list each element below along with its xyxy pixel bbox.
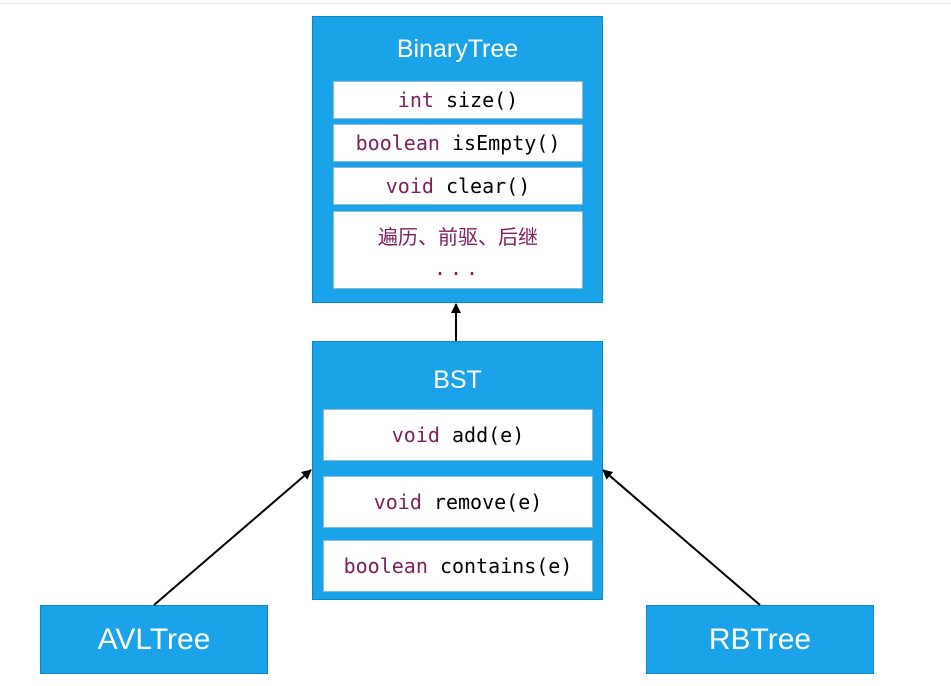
- method-type: int: [397, 88, 434, 112]
- more-dots: ...: [433, 255, 483, 280]
- binarytree-method-extra: 遍历、前驱、后继 ...: [333, 211, 583, 289]
- binarytree-method-isempty: boolean isEmpty(): [333, 124, 583, 162]
- avltree-to-bst-arrow: [153, 469, 312, 606]
- bst-title: BST: [433, 366, 482, 394]
- binarytree-method-clear: void clear(): [333, 167, 583, 205]
- method-type: void: [385, 174, 434, 198]
- bst-method-contains: boolean contains(e): [323, 540, 593, 592]
- rbtree-class-box: RBTree: [646, 605, 874, 674]
- method-type: boolean: [355, 131, 440, 155]
- method-name: contains(e): [439, 554, 573, 578]
- bst-method-remove: void remove(e): [323, 476, 593, 528]
- binarytree-method-size: int size(): [333, 81, 583, 119]
- bst-class-box: BST void add(e) void remove(e) boolean c…: [312, 341, 603, 600]
- top-divider: [0, 3, 951, 4]
- rbtree-to-bst-arrow: [602, 469, 761, 606]
- traversal-label: 遍历、前驱、后继: [378, 224, 538, 249]
- method-type: boolean: [343, 554, 428, 578]
- method-type: void: [391, 423, 440, 447]
- method-type: void: [373, 490, 422, 514]
- binarytree-class-box: BinaryTree int size() boolean isEmpty() …: [312, 16, 603, 303]
- method-name: add(e): [451, 423, 525, 447]
- bst-method-add: void add(e): [323, 409, 593, 461]
- method-name: size(): [445, 88, 519, 112]
- avltree-class-box: AVLTree: [40, 605, 268, 674]
- binarytree-title: BinaryTree: [396, 35, 519, 63]
- method-name: clear(): [445, 174, 531, 198]
- method-name: isEmpty(): [451, 131, 561, 155]
- method-name: remove(e): [433, 490, 543, 514]
